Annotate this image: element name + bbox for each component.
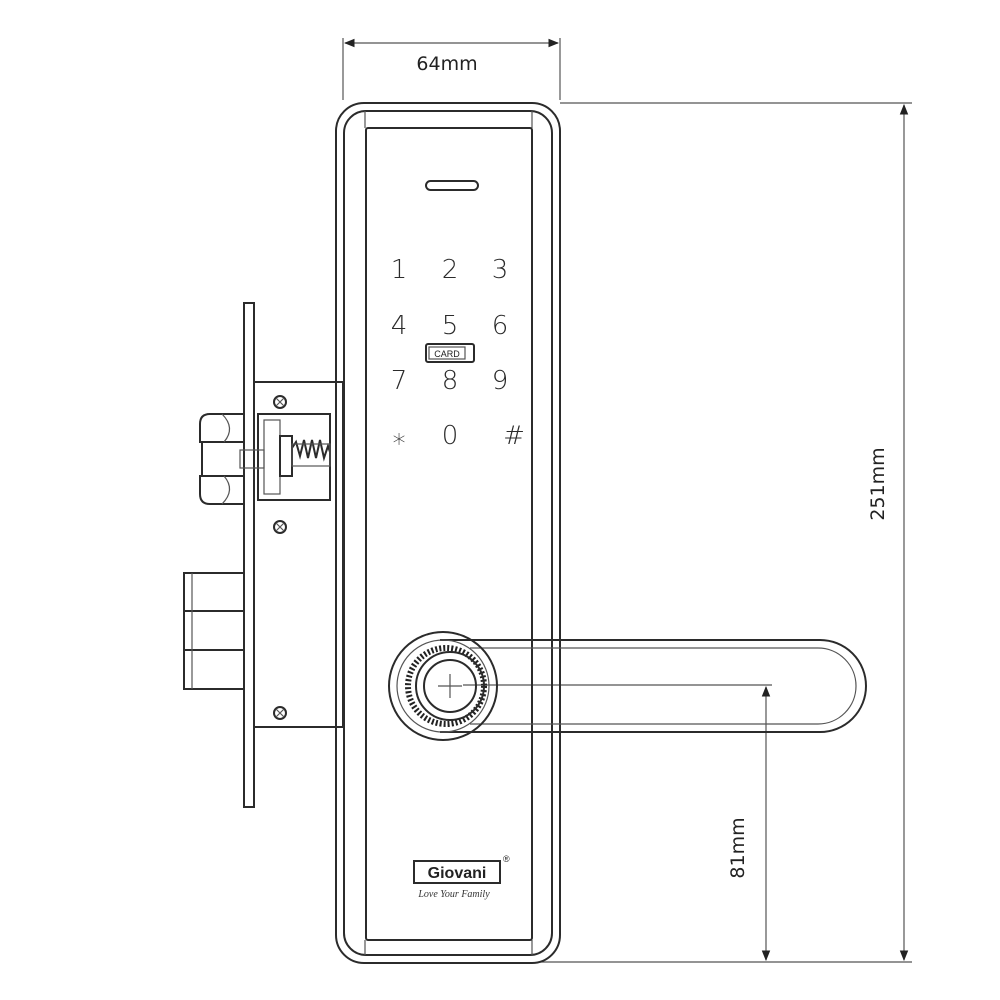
keypad-glass — [365, 127, 533, 941]
screw-icon — [273, 395, 287, 409]
latch-bolt — [199, 413, 265, 505]
lever-handle[interactable] — [388, 631, 867, 741]
width-dimension: 64mm — [342, 38, 561, 100]
fingerprint-sensor — [415, 651, 485, 721]
keypad-key[interactable]: 2 — [442, 255, 459, 285]
panel-outer — [335, 102, 561, 964]
keypad-key[interactable]: 9 — [492, 366, 509, 396]
keypad-key[interactable]: 8 — [442, 366, 459, 396]
keypad-key[interactable]: 6 — [492, 311, 509, 341]
brand-logo: Giovani ® Love Your Family — [413, 854, 510, 900]
keypad-key[interactable]: 3 — [492, 255, 509, 285]
screw-icon — [273, 520, 287, 534]
keypad: 1 2 3 4 5 6 7 8 9 ∗ 0 # CARD — [391, 255, 525, 454]
keypad-key[interactable]: 5 — [442, 311, 459, 341]
panel-inner — [343, 110, 553, 956]
brand-slogan: Love Your Family — [417, 889, 490, 900]
registered-mark: ® — [503, 854, 510, 864]
handle-height-dimension-label: 81mm — [727, 817, 749, 878]
indicator-slot — [425, 180, 479, 191]
dead-bolt — [183, 572, 245, 690]
lock-panel — [335, 102, 561, 964]
latch-mechanism — [257, 413, 331, 501]
screw-icon — [273, 706, 287, 720]
keypad-key[interactable]: # — [503, 421, 525, 451]
brand-name: Giovani — [428, 865, 487, 882]
height-dimension-label: 251mm — [867, 447, 889, 520]
card-label: CARD — [434, 349, 460, 359]
keypad-key[interactable]: 1 — [391, 255, 408, 285]
crosshair-icon — [438, 674, 462, 698]
height-dimension: 251mm — [540, 102, 912, 963]
keypad-key[interactable]: 7 — [391, 366, 408, 396]
card-reader-area[interactable]: CARD — [425, 343, 475, 363]
width-dimension-label: 64mm — [416, 53, 477, 75]
handle-lever — [440, 639, 867, 733]
handle-rose — [388, 631, 498, 741]
keypad-key[interactable]: 4 — [391, 311, 408, 341]
keypad-key[interactable]: 0 — [442, 421, 459, 451]
handle-height-dimension: 81mm — [463, 684, 772, 962]
keypad-key[interactable]: ∗ — [391, 424, 407, 454]
faceplate — [243, 302, 255, 808]
mortise-lock-body — [183, 302, 344, 808]
